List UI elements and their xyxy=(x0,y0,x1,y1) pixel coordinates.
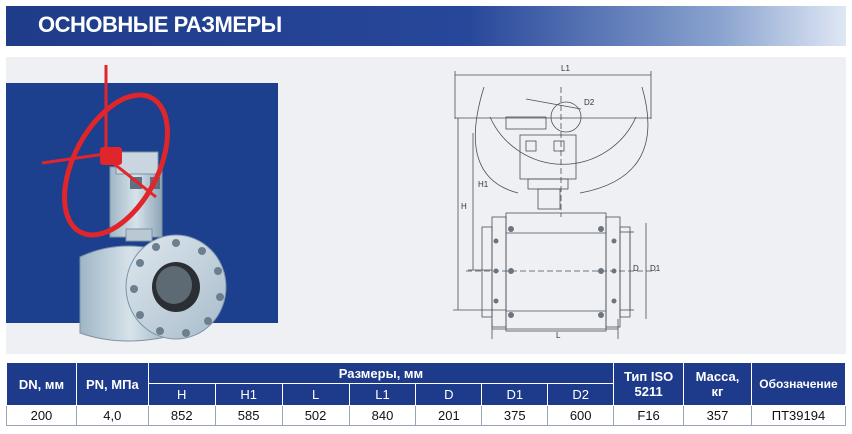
label-D2: D2 xyxy=(584,98,595,107)
label-L1: L1 xyxy=(561,64,570,73)
label-D1: D1 xyxy=(650,264,661,273)
subheader-L: L xyxy=(281,383,350,406)
subheader-D2: D2 xyxy=(547,383,615,406)
header-pn: PN, МПа xyxy=(75,362,149,406)
cell-D1: 375 xyxy=(481,405,549,426)
cell-H: 852 xyxy=(147,405,216,426)
title-bar: ОСНОВНЫЕ РАЗМЕРЫ xyxy=(6,6,846,46)
page-title: ОСНОВНЫЕ РАЗМЕРЫ xyxy=(38,12,282,37)
label-D: D xyxy=(633,264,639,273)
label-H: H xyxy=(461,202,467,211)
dimensions-table: DN, мм PN, МПа Размеры, мм Тип ISO 5211 … xyxy=(6,362,847,426)
dimension-drawing: L1 D2 H1 H D D1 L xyxy=(453,64,661,340)
subheader-H: H xyxy=(147,383,216,406)
valve-photo-illustration xyxy=(41,65,227,342)
cell-pn: 4,0 xyxy=(75,405,149,426)
header-iso: Тип ISO 5211 xyxy=(613,362,685,406)
cell-D: 201 xyxy=(415,405,483,426)
label-L: L xyxy=(556,331,561,340)
header-mass-line1: Масса, xyxy=(695,369,740,384)
cell-D2: 600 xyxy=(547,405,615,426)
header-code: Обозначение xyxy=(750,362,847,406)
cell-L: 502 xyxy=(281,405,350,426)
table-row: 200 4,0 852 585 502 840 201 375 600 F16 … xyxy=(6,405,847,426)
label-H1: H1 xyxy=(478,180,489,189)
subheader-D: D xyxy=(415,383,483,406)
header-mass: Масса, кг xyxy=(683,362,752,406)
subheader-L1: L1 xyxy=(348,383,417,406)
header-dimensions: Размеры, мм xyxy=(147,362,615,384)
header-dn: DN, мм xyxy=(6,362,77,406)
subheader-H1: H1 xyxy=(214,383,283,406)
cell-code: ПТ39194 xyxy=(750,405,847,426)
header-mass-line2: кг xyxy=(711,384,724,399)
cell-H1: 585 xyxy=(214,405,283,426)
cell-dn: 200 xyxy=(6,405,77,426)
subheader-D1: D1 xyxy=(481,383,549,406)
cell-L1: 840 xyxy=(348,405,417,426)
illustration-panel: L1 D2 H1 H D D1 L xyxy=(6,57,846,354)
header-iso-line1: Тип ISO xyxy=(623,369,674,384)
cell-iso: F16 xyxy=(613,405,685,426)
header-iso-line2: 5211 xyxy=(634,384,663,399)
cell-mass: 357 xyxy=(683,405,752,426)
